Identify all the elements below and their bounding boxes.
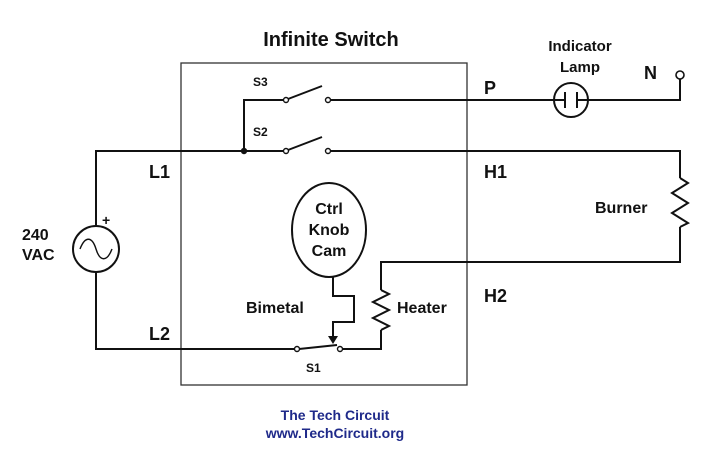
- s2-blade: [287, 136, 323, 151]
- cam-label-2: Knob: [309, 222, 350, 239]
- neutral-wire: [588, 79, 681, 101]
- s3-blade: [287, 85, 323, 100]
- control-knob-cam: [291, 182, 367, 278]
- cam-label-3: Cam: [312, 243, 347, 260]
- diagram-title: Infinite Switch: [263, 29, 399, 51]
- switch-housing: [180, 62, 468, 386]
- source-voltage: 240: [22, 227, 49, 244]
- label-h2: H2: [484, 286, 507, 306]
- label-burner: Burner: [595, 200, 647, 217]
- source-polarity: +: [102, 212, 110, 228]
- burner-resistor: [670, 177, 691, 228]
- heater-lead: [343, 330, 382, 350]
- h1-wire: [330, 150, 681, 178]
- s3-contact: [324, 96, 332, 104]
- s3-contact: [282, 96, 290, 104]
- s2-contact: [282, 147, 290, 155]
- l1-wire: [95, 150, 284, 226]
- heater-resistor: [370, 289, 392, 331]
- s1-blade: [298, 344, 338, 350]
- label-heater: Heater: [397, 300, 447, 317]
- source-unit: VAC: [22, 247, 55, 264]
- sine-icon: [79, 238, 113, 260]
- credit-name: The Tech Circuit: [281, 407, 390, 423]
- cam-label-1: Ctrl: [315, 201, 343, 218]
- neutral-terminal: [675, 70, 685, 80]
- h2-wire: [380, 227, 681, 290]
- s1-contact: [336, 345, 344, 353]
- s2-contact: [324, 147, 332, 155]
- lamp-label-2: Lamp: [560, 59, 600, 76]
- bimetal-arrow-icon: [328, 336, 338, 344]
- label-p: P: [484, 78, 496, 98]
- s3-feed-wire: [243, 99, 284, 151]
- label-n: N: [644, 63, 657, 83]
- label-l1: L1: [149, 162, 170, 182]
- s1-contact: [293, 345, 301, 353]
- credit-url: www.TechCircuit.org: [265, 425, 404, 441]
- lamp-label-1: Indicator: [548, 38, 612, 55]
- label-bimetal: Bimetal: [246, 300, 304, 317]
- l2-wire: [95, 272, 294, 350]
- label-h1: H1: [484, 162, 507, 182]
- label-s2: S2: [253, 125, 268, 139]
- label-s1: S1: [306, 361, 321, 375]
- label-l2: L2: [149, 324, 170, 344]
- bimetal-strip: [332, 277, 355, 339]
- label-s3: S3: [253, 75, 268, 89]
